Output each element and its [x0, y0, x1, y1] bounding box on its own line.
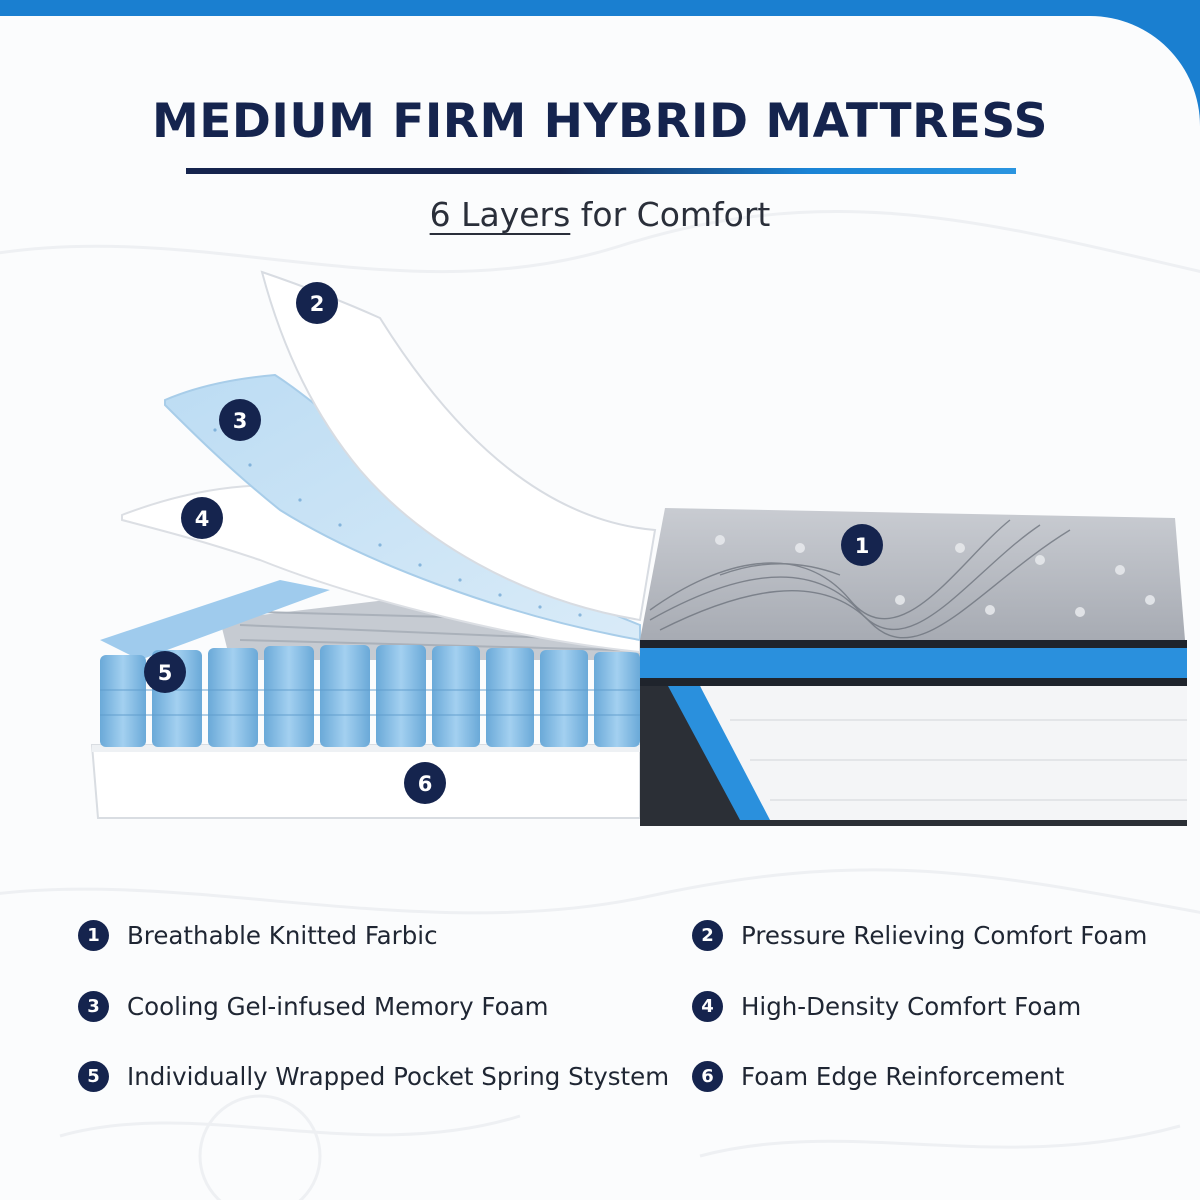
subtitle-emphasis: 6 Layers — [429, 195, 571, 234]
legend-number: 2 — [692, 920, 723, 951]
svg-text:2: 2 — [310, 292, 325, 316]
legend-item-1: 1 Breathable Knitted Farbic — [78, 920, 438, 951]
layer-1-knitted-top — [640, 508, 1185, 640]
badge-3: 3 — [219, 399, 261, 441]
badge-6: 6 — [404, 762, 446, 804]
badge-2: 2 — [296, 282, 338, 324]
legend-label: Cooling Gel-infused Memory Foam — [127, 992, 549, 1021]
layer-6-foam-edge — [90, 744, 641, 819]
svg-text:4: 4 — [195, 507, 210, 531]
subtitle: 6 Layers for Comfort — [0, 195, 1200, 234]
legend-number: 1 — [78, 920, 109, 951]
svg-text:6: 6 — [418, 772, 433, 796]
svg-text:3: 3 — [233, 409, 248, 433]
title-underline — [186, 168, 1016, 174]
legend-item-6: 6 Foam Edge Reinforcement — [692, 1061, 1064, 1092]
legend-item-2: 2 Pressure Relieving Comfort Foam — [692, 920, 1147, 951]
svg-text:5: 5 — [158, 661, 173, 685]
legend-label: Foam Edge Reinforcement — [741, 1062, 1065, 1091]
legend-item-5: 5 Individually Wrapped Pocket Spring Sty… — [78, 1061, 669, 1092]
badge-5: 5 — [144, 651, 186, 693]
page-title: MEDIUM FIRM HYBRID MATTRESS — [152, 94, 1048, 149]
legend-item-3: 3 Cooling Gel-infused Memory Foam — [78, 991, 548, 1022]
svg-text:1: 1 — [855, 534, 870, 558]
mattress-side — [640, 640, 1187, 826]
legend-label: Individually Wrapped Pocket Spring Styst… — [127, 1062, 670, 1091]
badge-1: 1 — [841, 524, 883, 566]
layer-5-pocket-springs — [100, 580, 640, 747]
legend-label: Breathable Knitted Farbic — [127, 921, 438, 950]
legend-number: 6 — [692, 1061, 723, 1092]
legend-number: 5 — [78, 1061, 109, 1092]
legend-number: 4 — [692, 991, 723, 1022]
legend-number: 3 — [78, 991, 109, 1022]
subtitle-rest: for Comfort — [570, 195, 771, 234]
legend-label: Pressure Relieving Comfort Foam — [741, 921, 1148, 950]
badge-4: 4 — [181, 497, 223, 539]
legend-item-4: 4 High-Density Comfort Foam — [692, 991, 1081, 1022]
background-texture — [0, 209, 1200, 1200]
legend-label: High-Density Comfort Foam — [741, 992, 1082, 1021]
layer-2-comfort-foam — [260, 270, 657, 622]
